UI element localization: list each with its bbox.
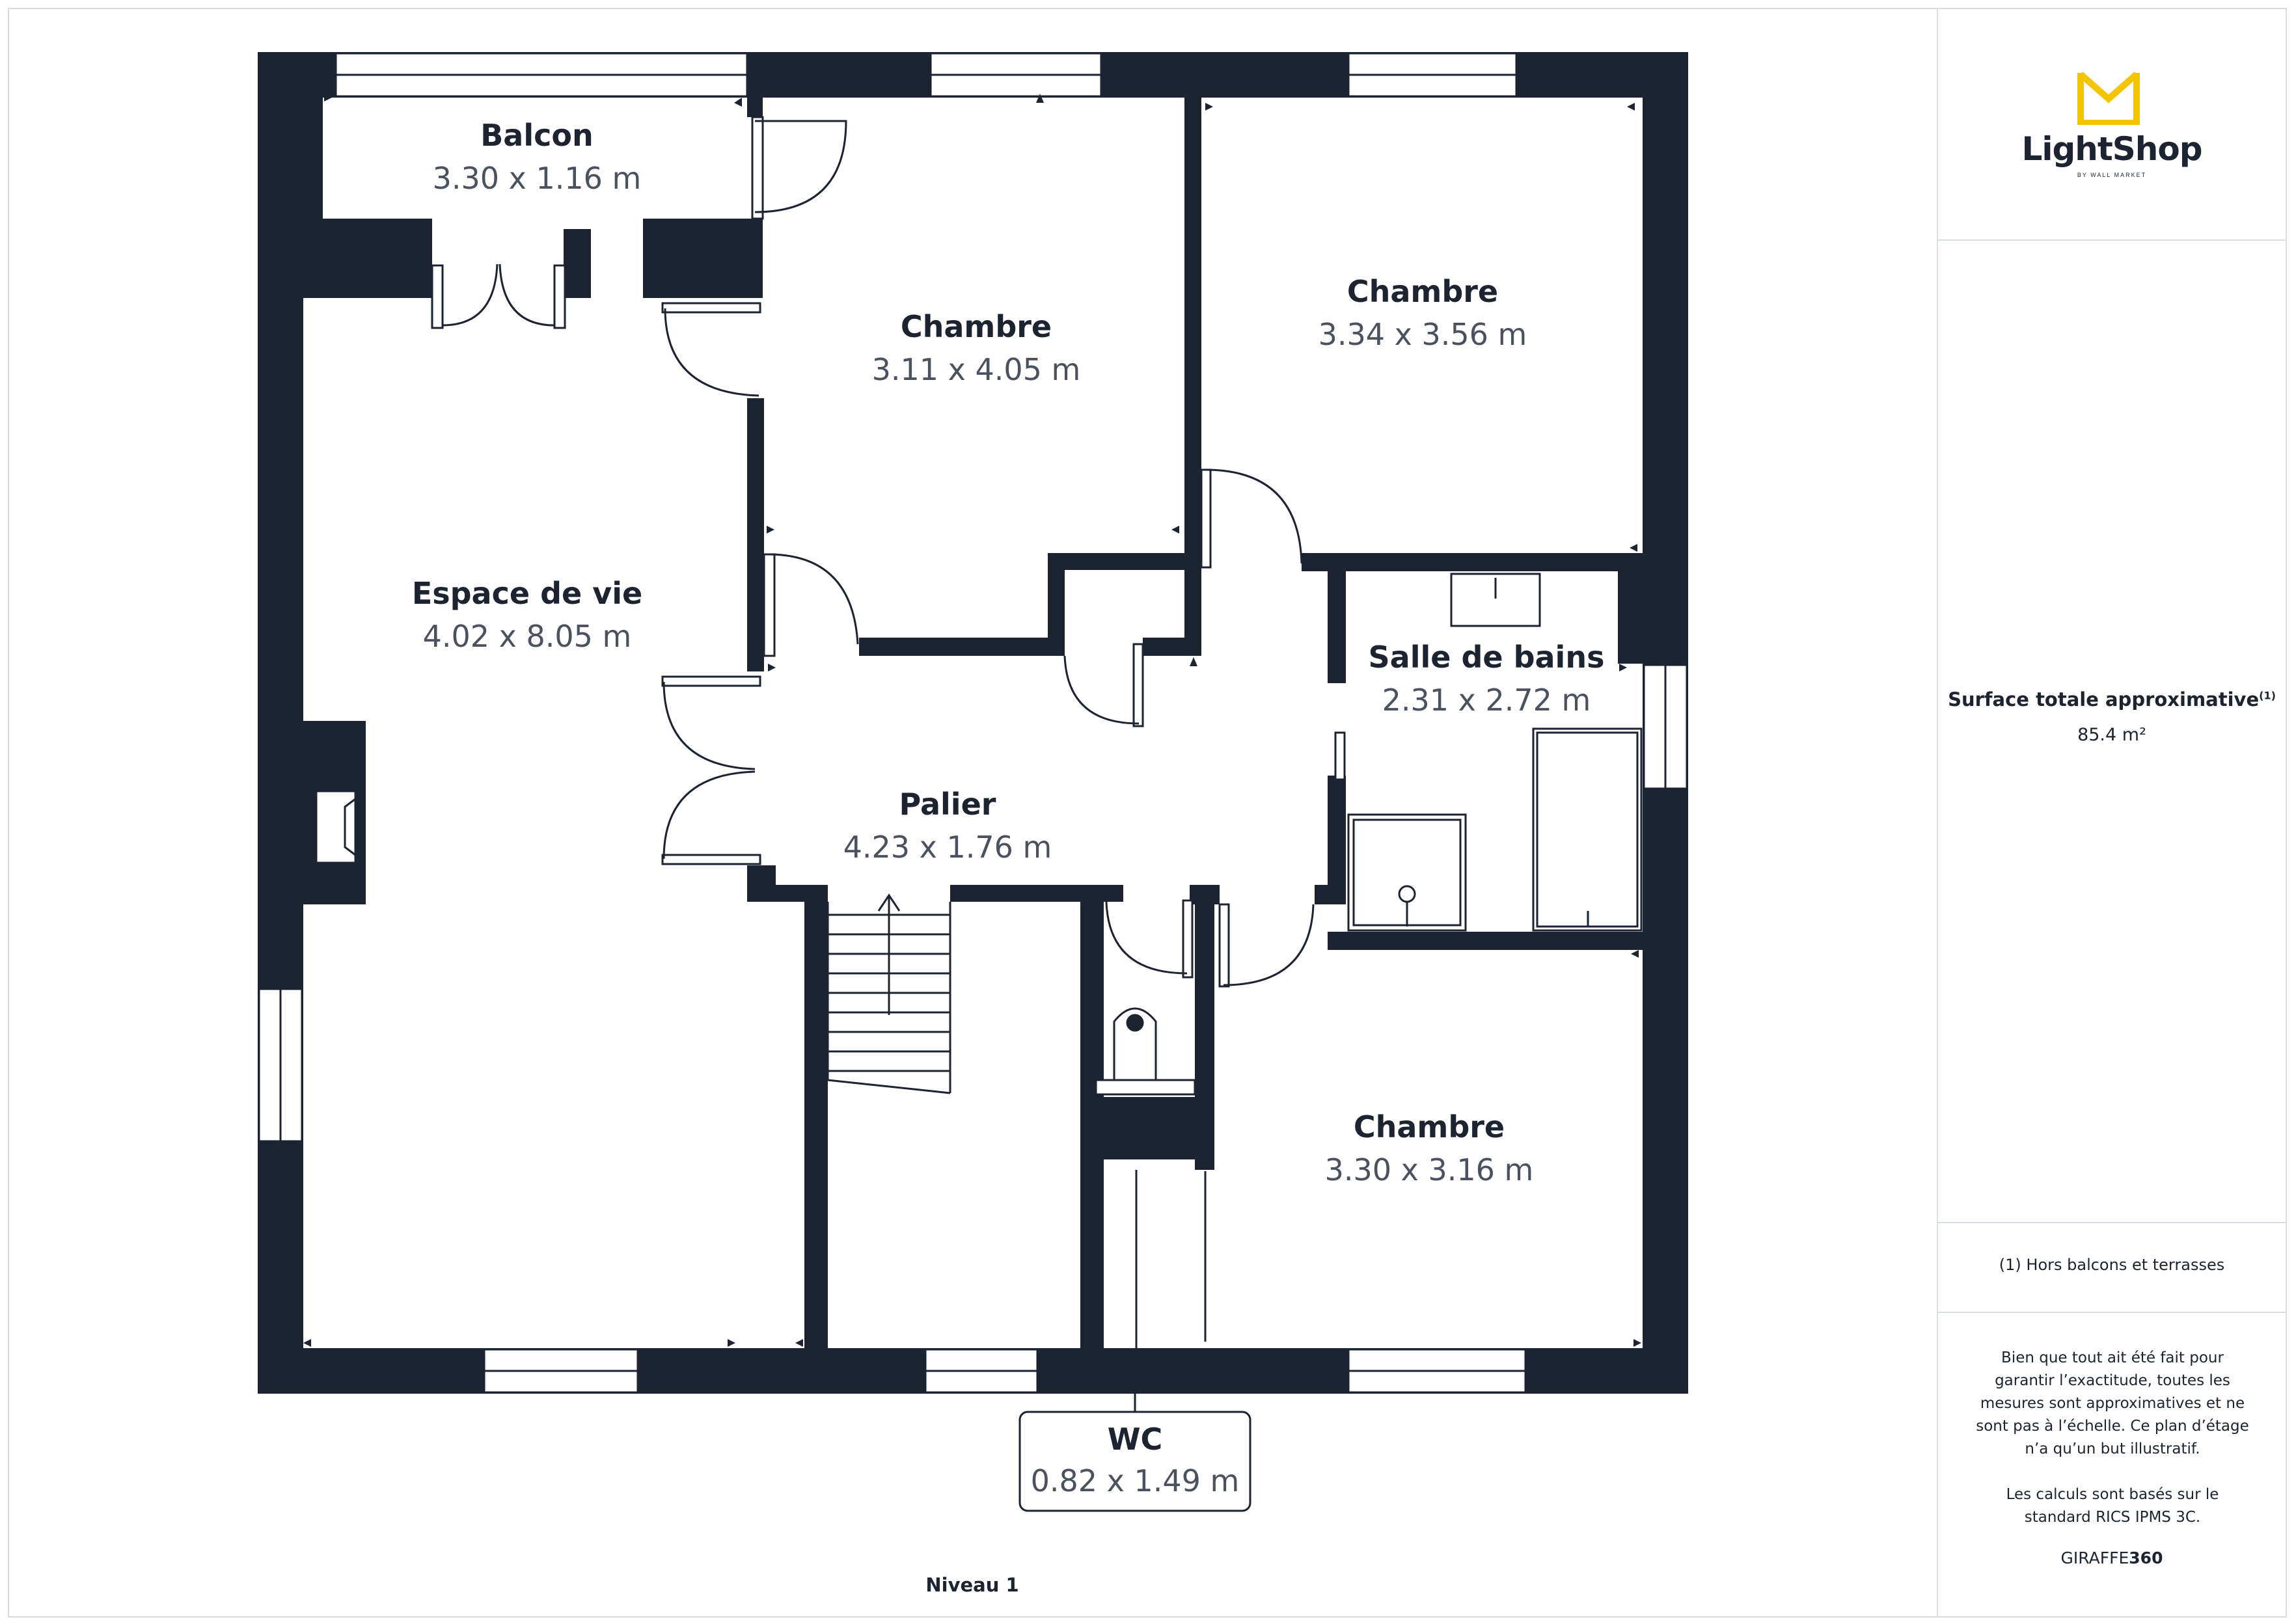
room-dims-balcon: 3.30 x 1.16 m: [433, 161, 642, 196]
room-dims-chambre-1: 3.11 x 4.05 m: [872, 352, 1081, 387]
level-label: Niveau 1: [925, 1574, 1018, 1596]
floor-plan: Balcon 3.30 x 1.16 m Chambre 3.11 x 4.05…: [258, 52, 1688, 1596]
corner-markers: [303, 94, 1641, 1347]
room-dims-chambre-3: 3.30 x 3.16 m: [1325, 1152, 1534, 1187]
disclaimer: Bien que tout ait été fait pour garantir…: [1971, 1347, 2254, 1552]
fixtures: [1095, 573, 1643, 1096]
room-name-palier: Palier: [899, 787, 996, 822]
walls: [258, 52, 1688, 1394]
room-dims-salle-de-bains: 2.31 x 2.72 m: [1382, 683, 1591, 718]
fireplace: [303, 721, 366, 904]
brand-subtitle: BY WALL MARKET: [2077, 172, 2147, 178]
room-name-wc: WC: [1108, 1422, 1163, 1457]
room-name-chambre-2: Chambre: [1347, 274, 1498, 309]
note-section: (1) Hors balcons et terrasses: [1938, 1223, 2286, 1313]
wc-callout: [1018, 1394, 1251, 1512]
stairs: [827, 893, 951, 1094]
room-dims-espace-de-vie: 4.02 x 8.05 m: [423, 619, 632, 654]
surface-value: 85.4 m²: [2077, 725, 2146, 745]
room-name-chambre-3: Chambre: [1354, 1109, 1505, 1144]
room-name-chambre-1: Chambre: [901, 309, 1052, 344]
room-dims-chambre-2: 3.34 x 3.56 m: [1319, 317, 1527, 352]
doors: [431, 116, 1346, 1348]
room-dims-wc: 0.82 x 1.49 m: [1031, 1463, 1240, 1498]
disclaimer-paragraph-2: Les calculs sont basés sur le standard R…: [2006, 1486, 2219, 1526]
surface-title: Surface totale approximative(1): [1948, 688, 2276, 710]
credit-giraffe360: GIRAFFE360: [2060, 1549, 2163, 1567]
room-name-balcon: Balcon: [480, 118, 594, 153]
lightshop-crown-icon: [2077, 72, 2140, 125]
page-frame: [8, 8, 2287, 1617]
disclaimer-paragraph-1: Bien que tout ait été fait pour garantir…: [1976, 1349, 2249, 1457]
footnote-text: (1) Hors balcons et terrasses: [1999, 1256, 2225, 1274]
info-sidebar: LightShop BY WALL MARKET Surface totale …: [1937, 8, 2286, 1617]
room-labels: Balcon 3.30 x 1.16 m Chambre 3.11 x 4.05…: [412, 118, 1605, 1596]
disclaimer-section: Bien que tout ait été fait pour garantir…: [1938, 1313, 2286, 1617]
brand-name: LightShop: [2021, 130, 2202, 168]
room-dims-palier: 4.23 x 1.76 m: [843, 830, 1052, 865]
brand-section: LightShop BY WALL MARKET: [1938, 8, 2286, 241]
surface-footnote-mark: (1): [2259, 689, 2276, 702]
room-name-salle-de-bains: Salle de bains: [1369, 640, 1605, 675]
room-name-espace-de-vie: Espace de vie: [412, 576, 642, 611]
surface-section: Surface totale approximative(1) 85.4 m²: [1938, 241, 2286, 1223]
windows: [258, 52, 1688, 1394]
